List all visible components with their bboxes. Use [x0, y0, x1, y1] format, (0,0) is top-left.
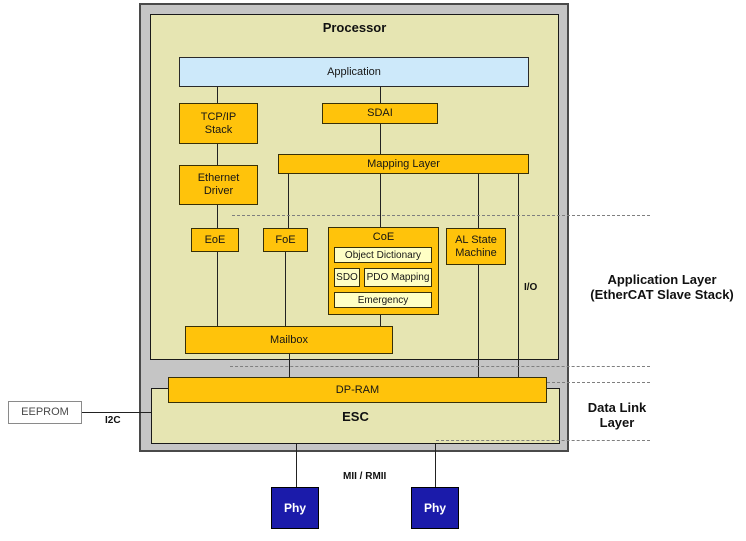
processor-title: Processor — [322, 20, 387, 35]
connector-esc-phy-right — [435, 444, 436, 487]
connector-mapping-al-state-machine — [478, 174, 479, 228]
connector-eoe-mailbox — [217, 252, 218, 326]
tcpip-stack-block: TCP/IP Stack — [179, 103, 258, 144]
connector-application-tcpip — [217, 87, 218, 103]
eoe-block: EoE — [191, 228, 239, 252]
connector-al-state-machine-dpram — [478, 265, 479, 377]
application-layer-top-dashed-line — [232, 215, 650, 216]
coe-title: CoE — [372, 231, 395, 243]
eeprom-block: EEPROM — [8, 401, 82, 424]
sdai-block: SDAI — [322, 103, 438, 124]
mapping-layer-block: Mapping Layer — [278, 154, 529, 174]
connector-ethernet-driver-eoe — [217, 205, 218, 228]
coe-object-dictionary-block: Object Dictionary — [334, 247, 432, 263]
application-block: Application — [179, 57, 529, 87]
connector-mailbox-dpram — [289, 354, 290, 377]
connector-application-sdai — [380, 87, 381, 103]
connector-mapping-foe — [288, 174, 289, 228]
coe-pdo-mapping-block: PDO Mapping — [364, 268, 432, 287]
ethernet-driver-block: Ethernet Driver — [179, 165, 258, 205]
connector-eeprom-esc-i2c — [82, 412, 151, 413]
dp-ram-block: DP-RAM — [168, 377, 547, 403]
i2c-label: I2C — [105, 415, 121, 426]
data-link-layer-top-dashed-line — [547, 382, 650, 383]
phy-right-block: Phy — [411, 487, 459, 529]
connector-tcpip-ethernet-driver — [217, 144, 218, 165]
coe-sdo-block: SDO — [334, 268, 360, 287]
coe-emergency-block: Emergency — [334, 292, 432, 308]
mii-rmii-label: MII / RMII — [343, 471, 387, 482]
connector-coe-mailbox — [380, 315, 381, 326]
phy-left-block: Phy — [271, 487, 319, 529]
data-link-layer-label: Data Link Layer — [587, 400, 647, 430]
connector-esc-phy-left — [296, 444, 297, 487]
io-label: I/O — [524, 282, 538, 293]
application-layer-bottom-dashed-line — [230, 366, 650, 367]
connector-sdai-mapping — [380, 124, 381, 154]
foe-block: FoE — [263, 228, 308, 252]
al-state-machine-block: AL State Machine — [446, 228, 506, 265]
mailbox-block: Mailbox — [185, 326, 393, 354]
application-layer-label: Application Layer (EtherCAT Slave Stack) — [590, 272, 734, 302]
connector-mapping-dpram-io — [518, 174, 519, 377]
connector-mapping-coe — [380, 174, 381, 227]
esc-label: ESC — [342, 409, 369, 424]
connector-foe-mailbox — [285, 252, 286, 326]
data-link-layer-bottom-dashed-line — [436, 440, 650, 441]
